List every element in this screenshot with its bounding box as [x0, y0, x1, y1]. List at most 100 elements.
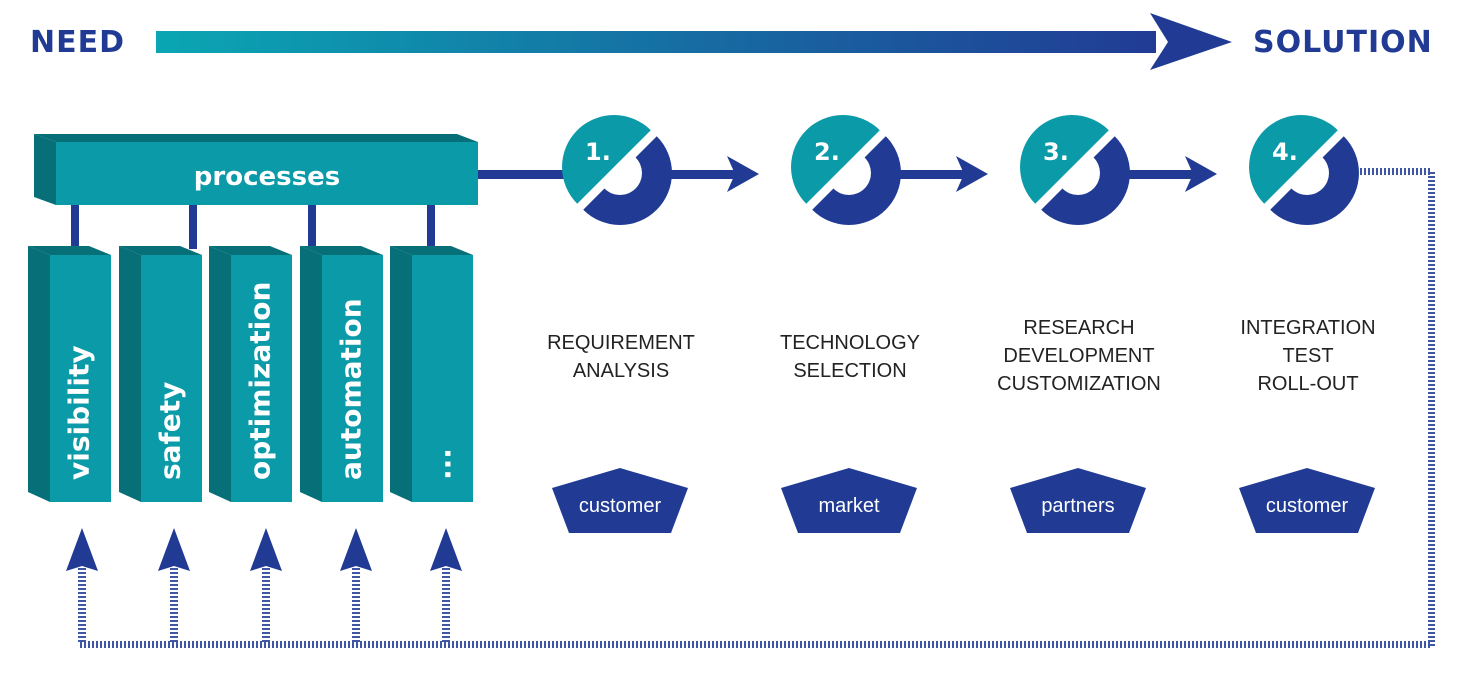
- processes-box: processes: [34, 134, 478, 205]
- up-arrow-head: [66, 528, 98, 571]
- pillar-top: [209, 246, 292, 255]
- pillar: automation: [300, 246, 383, 502]
- step-arrow: [1127, 156, 1217, 192]
- step-number: 1.: [585, 138, 611, 166]
- pillar-front: [412, 255, 473, 502]
- step-badge-icon: [791, 115, 901, 225]
- stage-title-line: TECHNOLOGY: [780, 332, 920, 354]
- connector: [71, 205, 79, 249]
- up-arrow-head: [430, 528, 462, 571]
- processes-box-top: [34, 134, 478, 142]
- pillar-side: [209, 246, 231, 502]
- feedback-up-arrows: [66, 528, 462, 644]
- stage-title-line: DEVELOPMENT: [1003, 345, 1154, 367]
- feedback-line-top: [1360, 168, 1432, 175]
- pillar-label: optimization: [244, 282, 277, 480]
- step-number: 4.: [1272, 138, 1298, 166]
- up-arrow: [430, 528, 462, 644]
- up-arrow: [66, 528, 98, 644]
- pillar-top: [390, 246, 473, 255]
- processes-box-front: [56, 142, 478, 205]
- step-badge-navy-ring: [812, 136, 901, 225]
- up-arrow: [250, 528, 282, 644]
- processes-to-step1-connector: [478, 170, 568, 179]
- step-number: 3.: [1043, 138, 1069, 166]
- up-arrow: [340, 528, 372, 644]
- up-arrow-head: [250, 528, 282, 571]
- up-arrow-head: [340, 528, 372, 571]
- pillar-top: [28, 246, 111, 255]
- pillar-front: [141, 255, 202, 502]
- stage-title-line: RESEARCH: [1023, 317, 1134, 339]
- step-badge-navy-ring: [583, 136, 672, 225]
- pillar-side: [119, 246, 141, 502]
- pillar-label: visibility: [63, 345, 96, 480]
- actor-label: market: [818, 495, 880, 517]
- actor-pentagon: [781, 468, 917, 533]
- up-arrow-shaft: [170, 568, 178, 644]
- pillar-side: [28, 246, 50, 502]
- step-badge-navy-ring: [1041, 136, 1130, 225]
- pillar-front: [322, 255, 383, 502]
- need-label: NEED: [30, 25, 125, 60]
- feedback-line-right: [1428, 170, 1435, 646]
- actor-label: partners: [1041, 495, 1114, 517]
- pillar: safety: [119, 246, 202, 502]
- step-arrow-shaft: [669, 170, 749, 179]
- arrow-head: [1150, 13, 1232, 70]
- actor-badge: customer: [1239, 468, 1375, 533]
- pillar-side: [390, 246, 412, 502]
- step-arrow-shaft: [1127, 170, 1207, 179]
- stage-title-line: TEST: [1282, 345, 1333, 367]
- solution-label: SOLUTION: [1253, 25, 1433, 60]
- feedback-loop: [66, 168, 1435, 648]
- actor-pentagon: [552, 468, 688, 533]
- pillar: ...: [390, 246, 473, 502]
- actor-badge: market: [781, 468, 917, 533]
- actor-pentagon: [1010, 468, 1146, 533]
- pillar: visibility: [28, 246, 111, 502]
- step-badge-teal-half: [1249, 115, 1338, 204]
- step-number: 2.: [814, 138, 840, 166]
- step-arrow-head: [956, 156, 988, 192]
- pillar-label: safety: [154, 382, 187, 480]
- arrow-shaft: [156, 31, 1156, 53]
- pillar-label: automation: [335, 298, 368, 480]
- stage-title-line: CUSTOMIZATION: [997, 373, 1161, 395]
- up-arrow-head: [158, 528, 190, 571]
- actor-label: customer: [1266, 495, 1349, 517]
- step-3: 3. RESEARCH DEVELOPMENT CUSTOMIZATION partne…: [997, 115, 1217, 533]
- pillar-top: [119, 246, 202, 255]
- actor-pentagon: [1239, 468, 1375, 533]
- connector: [427, 205, 435, 249]
- up-arrow-shaft: [78, 568, 86, 644]
- header: NEED SOLUTION: [30, 13, 1433, 70]
- connector: [189, 205, 197, 249]
- process-pillar-connectors: [71, 205, 435, 249]
- feedback-line-bottom: [80, 641, 1432, 648]
- up-arrow-shaft: [262, 568, 270, 644]
- step-badge-navy-ring: [1270, 136, 1359, 225]
- step-arrow: [669, 156, 759, 192]
- step-arrow: [898, 156, 988, 192]
- up-arrow-shaft: [442, 568, 450, 644]
- pillar-front: [50, 255, 111, 502]
- actor-badge: partners: [1010, 468, 1146, 533]
- step-arrow-shaft: [898, 170, 978, 179]
- actor-badge: customer: [552, 468, 688, 533]
- steps: 1.REQUIREMENTANALYSIScustomer2.TECHNOLOG…: [547, 115, 1376, 533]
- up-arrow-shaft: [352, 568, 360, 644]
- processes-box-side: [34, 134, 56, 205]
- step-arrow-head: [1185, 156, 1217, 192]
- step-arrow-head: [727, 156, 759, 192]
- step-badge-icon: [1249, 115, 1359, 225]
- stage-title-line: INTEGRATION: [1240, 317, 1375, 339]
- up-arrow: [158, 528, 190, 644]
- step-badge-teal-half: [791, 115, 880, 204]
- pillar-top: [300, 246, 383, 255]
- need-to-solution-arrow: [156, 13, 1232, 70]
- step-badge-icon: [1020, 115, 1130, 225]
- stage-title-line: ANALYSIS: [573, 360, 669, 382]
